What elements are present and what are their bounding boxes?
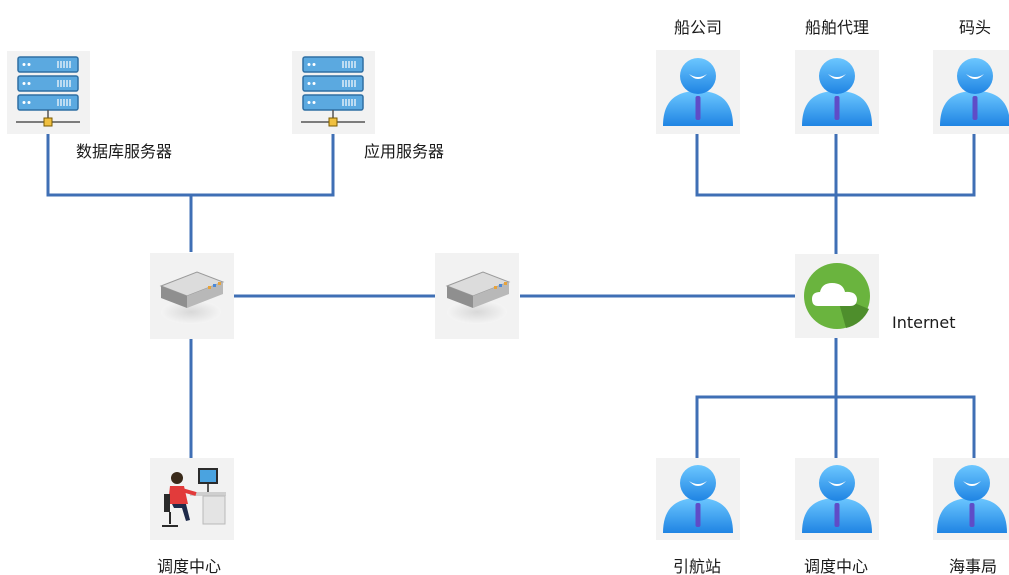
internet-label: Internet bbox=[892, 313, 956, 332]
internet-node: Internet bbox=[795, 254, 956, 338]
user-label: 海事局 bbox=[949, 557, 997, 575]
user-label: 引航站 bbox=[673, 557, 721, 575]
user-node-ship-agent: 船舶代理 bbox=[795, 18, 879, 134]
user-label: 调度中心 bbox=[804, 557, 868, 575]
link-bottom-users-bus bbox=[695, 395, 976, 458]
user-node-maritime-bureau: 海事局 bbox=[933, 458, 1009, 575]
database-server-label: 数据库服务器 bbox=[76, 142, 172, 161]
application-server-label: 应用服务器 bbox=[364, 142, 444, 161]
user-node-shipping-company: 船公司 bbox=[656, 18, 740, 134]
user-label: 船舶代理 bbox=[805, 18, 869, 37]
user-label: 船公司 bbox=[674, 18, 722, 37]
operator-workstation-icon bbox=[162, 468, 226, 527]
dispatch-center-node: 调度中心 bbox=[150, 458, 234, 575]
router-node bbox=[435, 253, 519, 339]
connection-lines bbox=[46, 133, 976, 458]
user-node-dispatch-center: 调度中心 bbox=[795, 458, 879, 575]
dispatch-center-label: 调度中心 bbox=[157, 557, 221, 575]
user-node-terminal: 码头 bbox=[933, 18, 1009, 134]
user-label: 码头 bbox=[959, 18, 991, 37]
cloud-icon bbox=[804, 263, 870, 329]
application-server-node: 应用服务器 bbox=[292, 51, 444, 161]
user-node-pilot-station: 引航站 bbox=[656, 458, 740, 575]
switch-node bbox=[150, 253, 234, 339]
link-application-to-switch bbox=[191, 133, 335, 197]
link-database-to-switch bbox=[46, 133, 191, 197]
database-server-node: 数据库服务器 bbox=[7, 51, 172, 161]
